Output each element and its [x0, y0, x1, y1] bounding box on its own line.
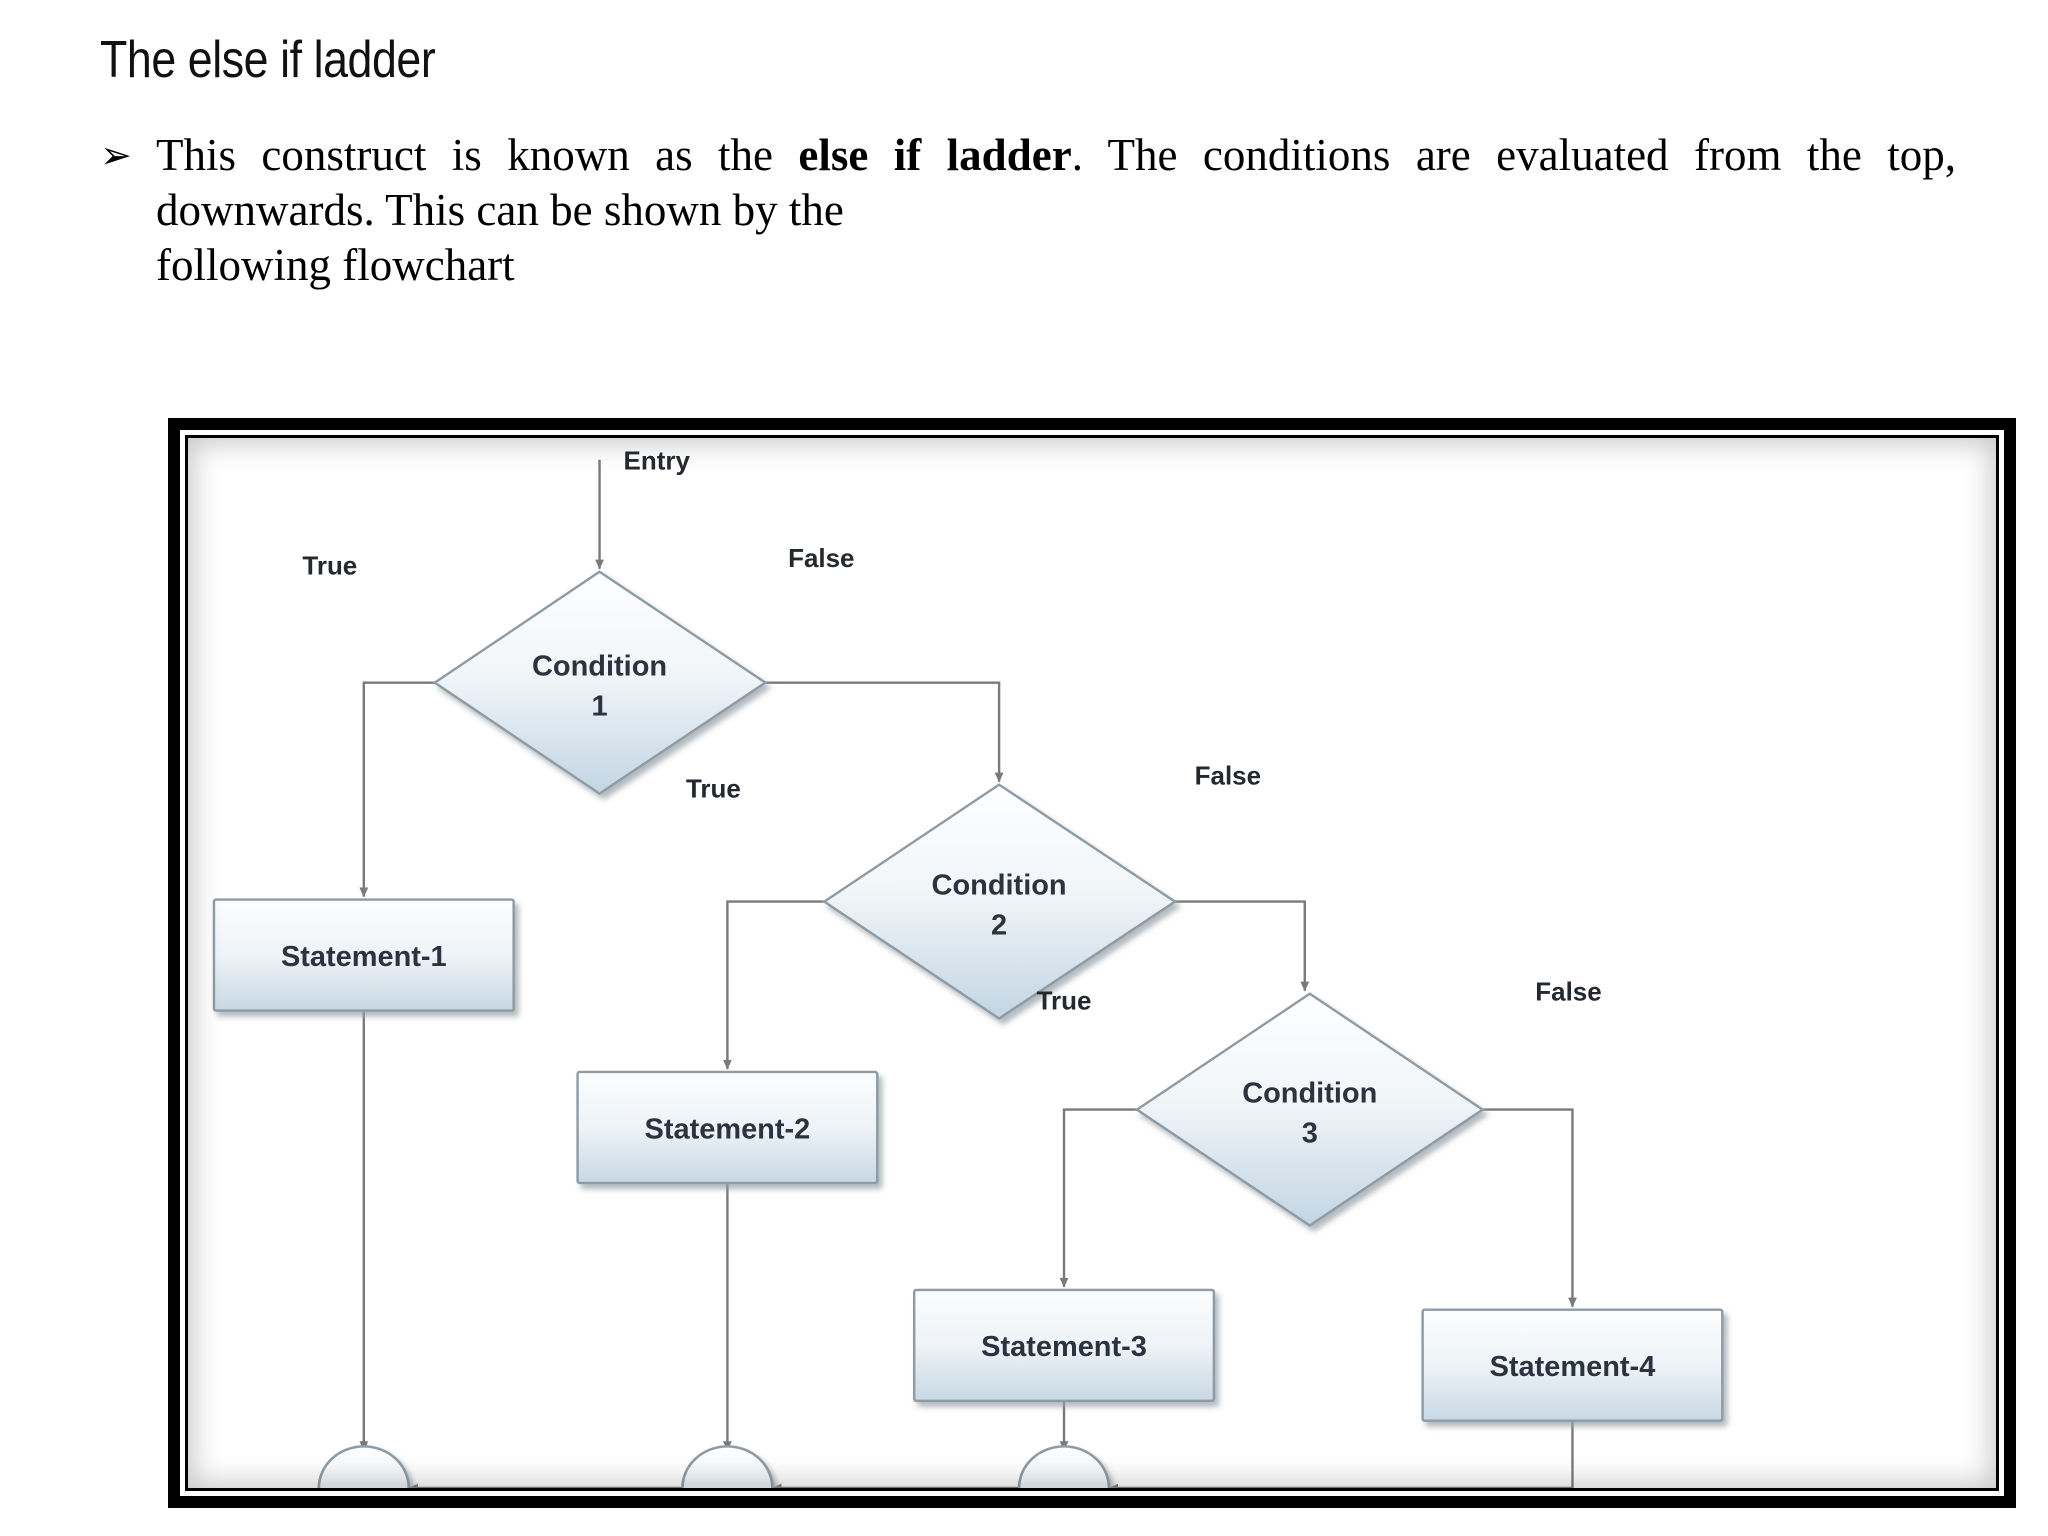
decision-condition-1[interactable]: Condition 1 — [432, 570, 768, 796]
condition-2-false-label: False — [1195, 763, 1261, 791]
edge-condition3-true-to-statement3 — [1059, 1108, 1137, 1288]
flowchart-image-frame: Condition 1 Condition 2 Condition 3 Stat… — [168, 418, 2016, 1508]
condition-1-shape — [432, 570, 768, 796]
condition-3-true-label: True — [1037, 988, 1092, 1016]
edge-condition1-false-to-condition2 — [765, 681, 1004, 783]
condition-3-label-line2: 3 — [1302, 1117, 1318, 1149]
bullet-paragraph: ➢ This construct is known as the else if… — [100, 128, 1980, 293]
condition-1-false-label: False — [788, 545, 854, 573]
process-statement-1[interactable]: Statement-1 — [212, 898, 515, 1012]
statement-3-shape — [912, 1288, 1216, 1403]
paragraph-part-2: . The conditions are evaluated from the … — [156, 130, 1956, 235]
bullet-arrow-icon: ➢ — [100, 133, 132, 177]
paragraph-part-3: following flowchart — [156, 239, 515, 290]
paragraph-part-1: This construct is known as the — [156, 130, 799, 180]
paragraph-bold-term: else if ladder — [798, 130, 1072, 180]
decision-condition-3[interactable]: Condition 3 — [1134, 992, 1485, 1227]
condition-3-shape — [1134, 992, 1485, 1227]
decision-condition-2[interactable]: Condition 2 — [822, 783, 1178, 1020]
flowchart-diagram: Condition 1 Condition 2 Condition 3 Stat… — [212, 448, 1724, 1488]
edge-condition3-false-to-statement4 — [1482, 1108, 1577, 1308]
merge-node-a[interactable] — [317, 1445, 411, 1488]
process-statement-2[interactable]: Statement-2 — [576, 1070, 879, 1185]
edge-condition1-true-to-statement1 — [359, 681, 435, 898]
edge-condition2-true-to-statement2 — [723, 900, 825, 1070]
statement-4-label: Statement-4 — [1490, 1351, 1656, 1383]
process-statement-4[interactable]: Statement-4 — [1421, 1308, 1724, 1422]
merge-node-b[interactable] — [681, 1445, 774, 1488]
bullet-text: This construct is known as the else if l… — [156, 128, 1956, 293]
condition-2-label-line2: 2 — [991, 909, 1007, 941]
entry-label: Entry — [624, 448, 691, 476]
statement-3-label: Statement-3 — [981, 1331, 1147, 1363]
edge-statement4-to-merge-c — [1108, 1420, 1574, 1488]
condition-1-label-line2: 1 — [591, 690, 607, 722]
condition-1-true-label: True — [302, 553, 357, 581]
condition-3-label-line1: Condition — [1242, 1078, 1377, 1110]
condition-2-label-line1: Condition — [932, 870, 1067, 902]
statement-2-shape — [576, 1070, 879, 1185]
statement-4-shape — [1421, 1308, 1724, 1422]
statement-1-label: Statement-1 — [281, 941, 447, 973]
page-title: The else if ladder — [100, 31, 436, 89]
condition-2-true-label: True — [686, 776, 741, 804]
statement-2-label: Statement-2 — [645, 1113, 811, 1145]
condition-2-shape — [822, 783, 1178, 1020]
merge-node-c[interactable] — [1017, 1445, 1111, 1488]
condition-3-false-label: False — [1535, 979, 1601, 1007]
statement-1-shape — [212, 898, 515, 1012]
condition-1-label-line1: Condition — [532, 651, 667, 683]
edge-condition2-false-to-condition3 — [1174, 900, 1310, 992]
flowchart-canvas: Condition 1 Condition 2 Condition 3 Stat… — [185, 435, 1999, 1491]
process-statement-3[interactable]: Statement-3 — [912, 1288, 1216, 1403]
